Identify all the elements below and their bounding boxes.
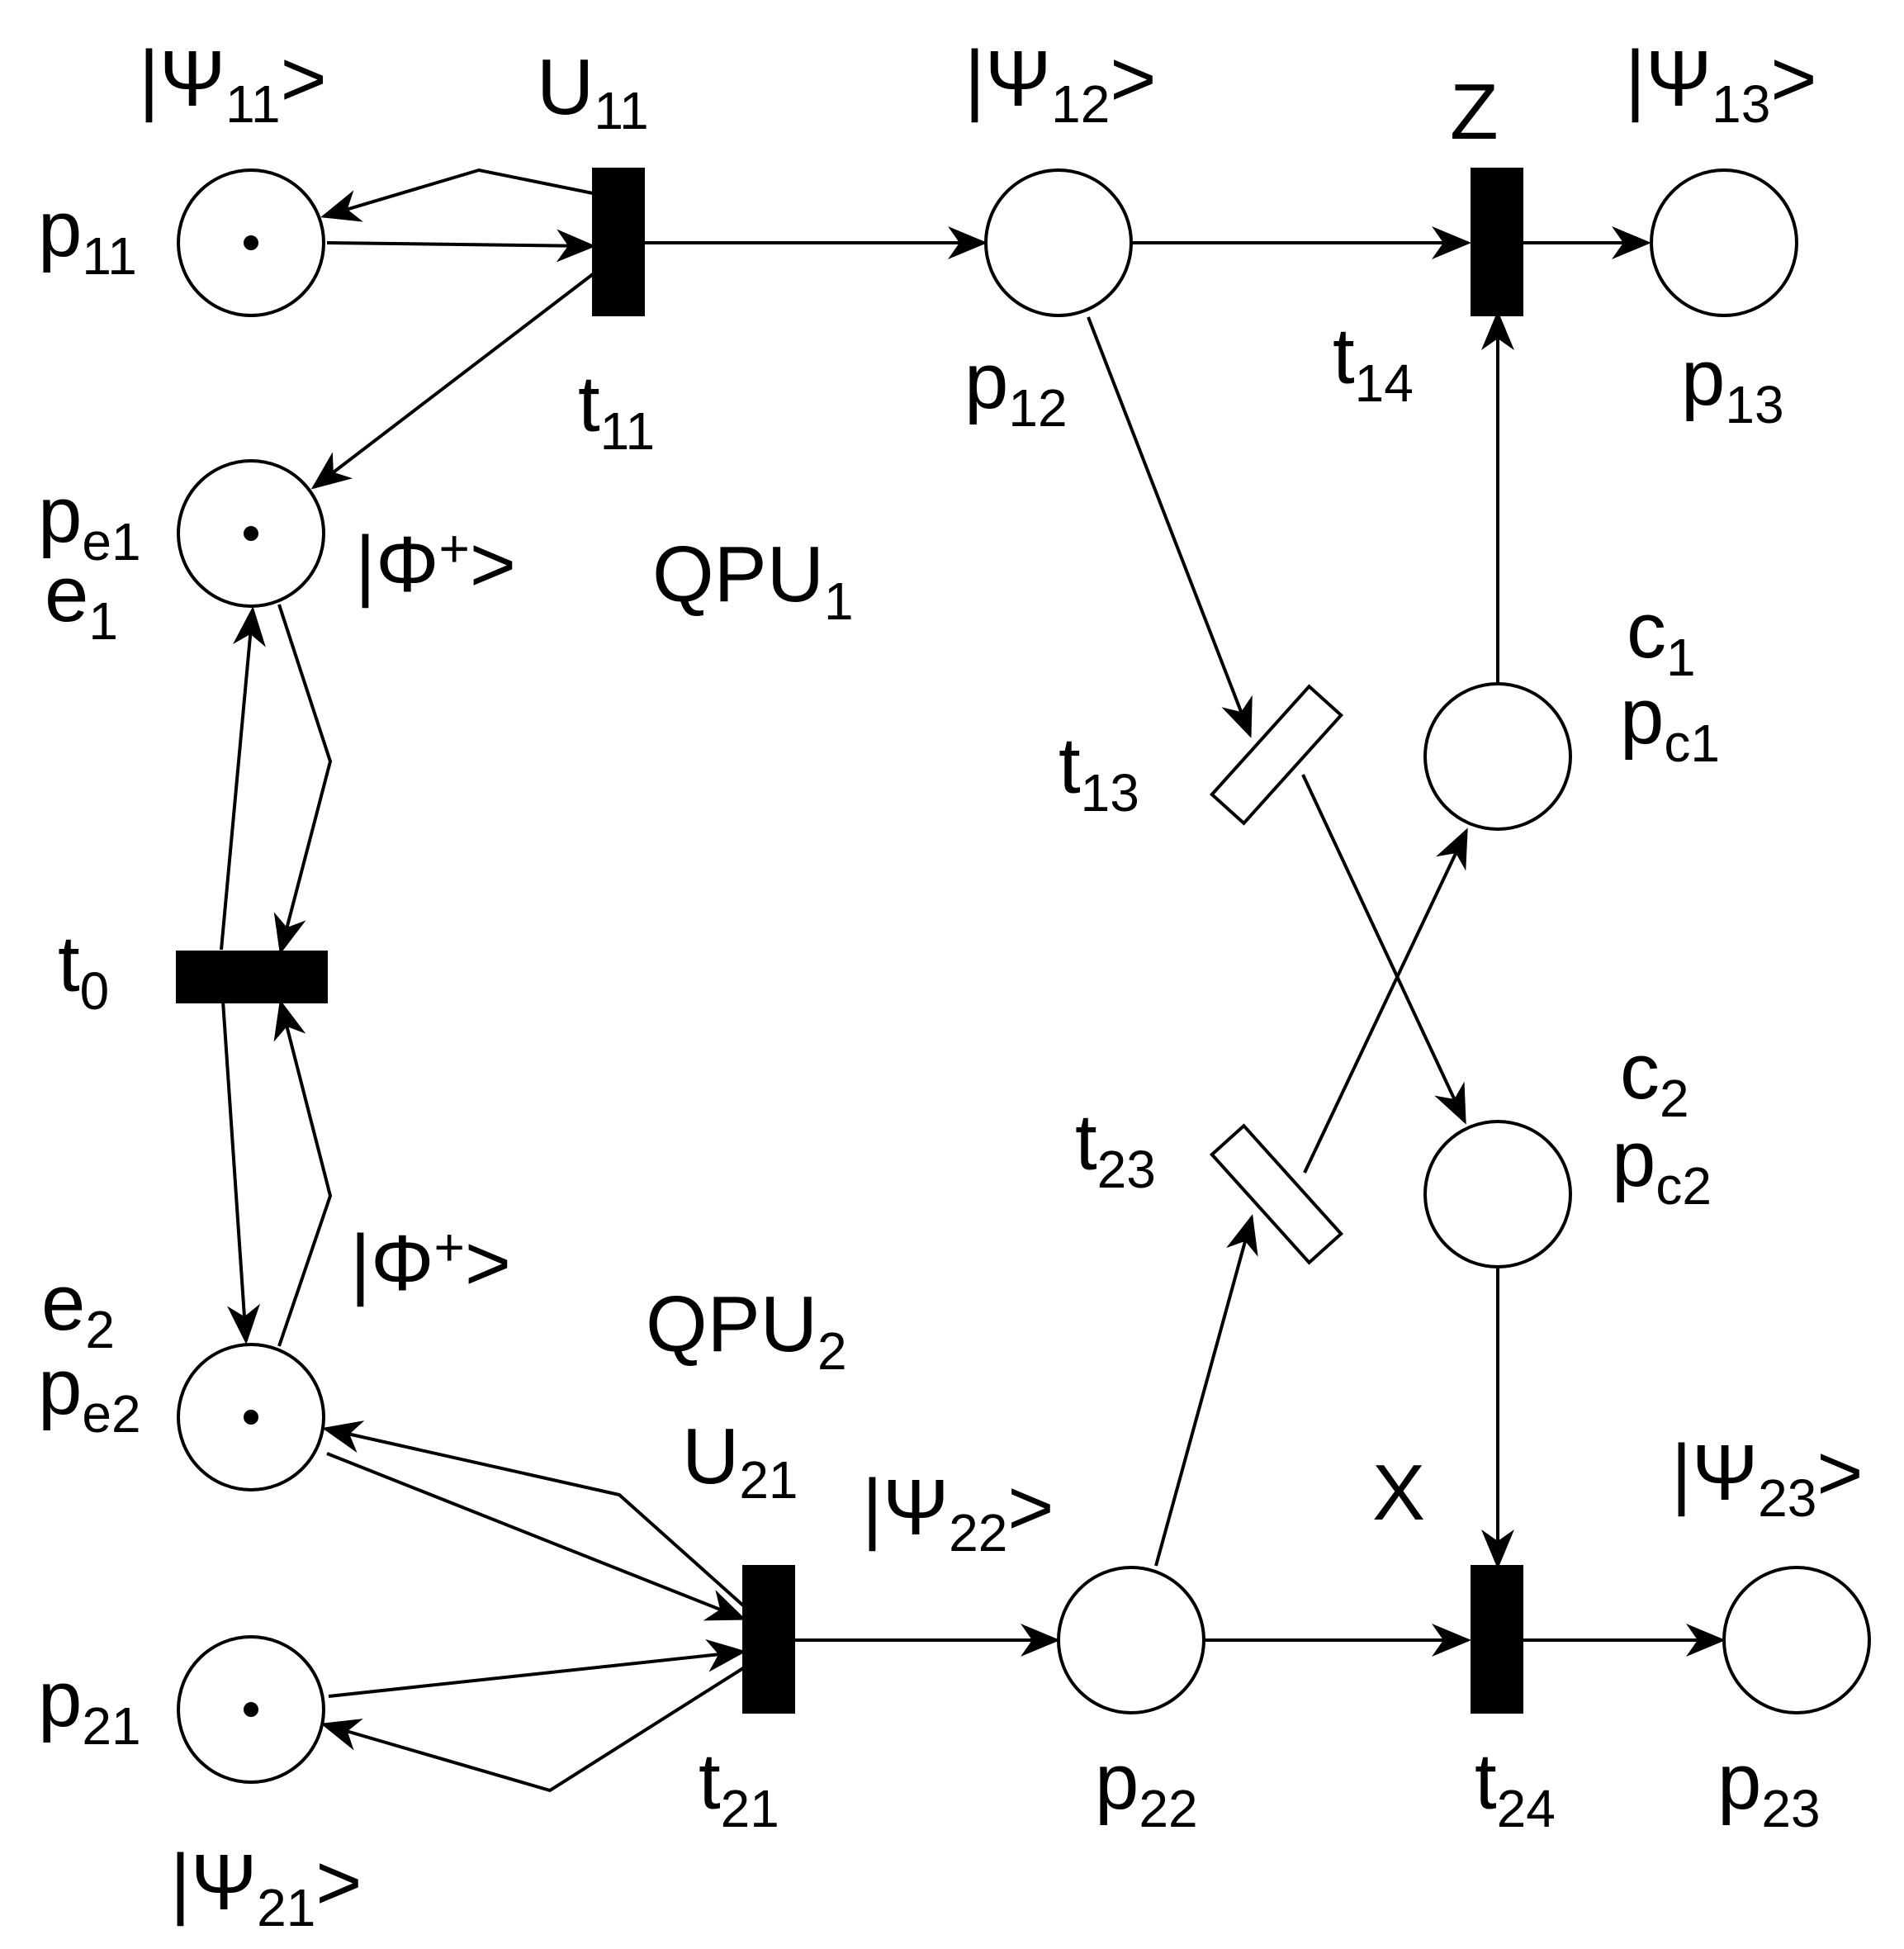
place-pe2[interactable] (177, 1343, 325, 1491)
place-p21[interactable] (177, 1635, 325, 1784)
transition-t14[interactable] (1471, 168, 1523, 316)
place-pc1[interactable] (1423, 682, 1572, 831)
arc-p22-t23 (1154, 1214, 1258, 1567)
arc-pe2-t0 (273, 999, 333, 1347)
label-p23: p23 (1717, 1738, 1821, 1838)
state-psi23: |Ψ23> (1671, 1429, 1863, 1528)
alias-c2: c2 (1620, 1027, 1689, 1128)
transition-t24[interactable] (1471, 1565, 1523, 1714)
state-psi22: |Ψ22> (862, 1463, 1054, 1563)
gate-u21: U21 (682, 1412, 798, 1510)
arc-p21-t21 (328, 1638, 746, 1698)
label-t13: t13 (1059, 722, 1139, 823)
places (177, 168, 1871, 1784)
arc-t11-pe1 (310, 273, 594, 490)
gate-x: X (1372, 1449, 1425, 1537)
label-p12: p12 (964, 337, 1068, 438)
label-pc2: pc2 (1612, 1115, 1712, 1216)
arc-t11-p11 (320, 168, 594, 222)
place-p12[interactable] (984, 168, 1133, 317)
state-psi12: |Ψ12> (964, 35, 1156, 134)
label-p22: p22 (1095, 1738, 1198, 1838)
arc-t0-pe2 (221, 1000, 260, 1344)
arc-t0-pe1 (220, 606, 266, 951)
label-pc1: pc1 (1620, 672, 1720, 773)
place-p22[interactable] (1057, 1566, 1205, 1714)
token-dot (244, 1702, 258, 1717)
label-pe1: pe1 (38, 471, 141, 571)
label-t23: t23 (1075, 1098, 1156, 1199)
alias-e1: e1 (45, 550, 118, 651)
state-psi21: |Ψ21> (170, 1838, 362, 1937)
label-p21: p21 (38, 1655, 141, 1756)
arc-pe1-t0 (273, 604, 333, 955)
token-dot (244, 526, 258, 541)
label-t0: t0 (58, 920, 109, 1021)
label-t11: t11 (578, 360, 655, 461)
transition-t21[interactable] (742, 1565, 795, 1714)
place-pe1[interactable] (177, 459, 325, 608)
arc-t23-pc1 (1303, 827, 1468, 1174)
arc-p11-t11 (326, 229, 596, 263)
arcs (220, 168, 1726, 1793)
state-psi11: |Ψ11> (139, 35, 327, 134)
place-p23[interactable] (1722, 1566, 1871, 1714)
arc-pe2-t21 (326, 1452, 746, 1621)
transition-t23[interactable] (1209, 1123, 1344, 1265)
state-phi-plus-2: |Φ+> (350, 1217, 511, 1307)
state-phi-plus-1: |Φ+> (355, 519, 516, 609)
alias-e2: e2 (41, 1259, 115, 1359)
token-dot (244, 235, 258, 250)
transitions (176, 168, 1523, 1714)
label-p13: p13 (1681, 334, 1784, 434)
gate-z: Z (1450, 68, 1499, 156)
place-pc2[interactable] (1423, 1120, 1572, 1269)
region-qpu2: QPU2 (646, 1280, 847, 1381)
transition-t0[interactable] (176, 951, 328, 1003)
arc-t21-pe2 (322, 1420, 745, 1607)
label-pe2: pe2 (38, 1343, 141, 1444)
arc-t21-p21 (320, 1667, 745, 1793)
arc-p12-t13 (1087, 316, 1253, 738)
label-t14: t14 (1333, 312, 1414, 413)
label-t24: t24 (1475, 1738, 1556, 1838)
transition-t11[interactable] (592, 168, 645, 316)
labels: p11 |Ψ11> U11 t11 |Ψ12> p12 Z t14 |Ψ13> … (38, 35, 1863, 1937)
place-p13[interactable] (1650, 168, 1798, 317)
label-p11: p11 (38, 185, 137, 286)
alias-c1: c1 (1627, 586, 1696, 687)
arc-t13-pc2 (1301, 774, 1466, 1125)
gate-u11: U11 (537, 43, 649, 140)
state-psi13: |Ψ13> (1625, 35, 1816, 134)
label-t21: t21 (699, 1738, 779, 1838)
transition-t13[interactable] (1209, 684, 1344, 826)
region-qpu1: QPU1 (652, 530, 854, 631)
place-p11[interactable] (177, 168, 325, 317)
token-dot (244, 1410, 258, 1425)
